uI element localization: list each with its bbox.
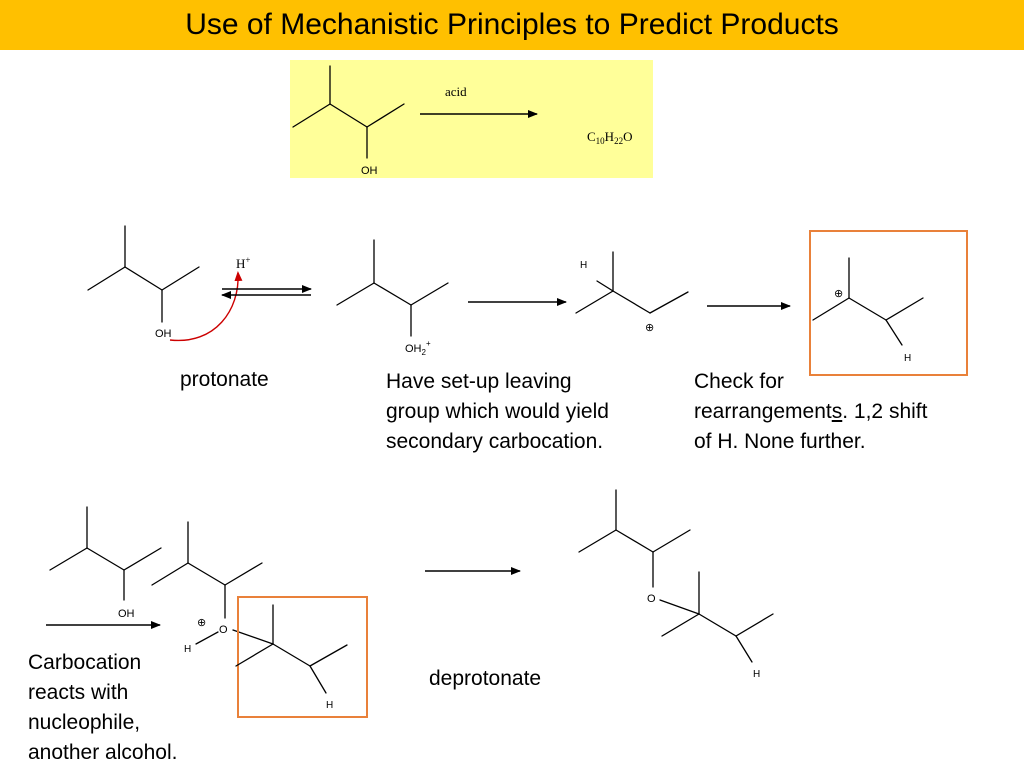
- reagent-label: acid: [445, 84, 467, 99]
- caption-rearrangement-line3: of H. None further.: [694, 430, 866, 453]
- caption-rearrangement: Check for rearrangements. 1,2 shift of H…: [694, 367, 927, 457]
- step1-alcohol: OH: [87, 225, 200, 340]
- alkyl-highlight-box: [237, 596, 368, 718]
- ether-h-label: H: [753, 669, 760, 680]
- cation-charge: ⊕: [645, 322, 654, 334]
- rearranged-h-label: H: [904, 353, 911, 364]
- caption-rearrangement-line2: rearrangements. 1,2 shift: [694, 400, 928, 423]
- caption-nucleophile: Carbocation reacts with nucleophile, ano…: [28, 651, 178, 764]
- slide-title: Use of Mechanistic Principles to Predict…: [185, 8, 839, 41]
- tertiary-alkyl-group: H: [235, 604, 348, 711]
- nucleophile-alcohol: OH: [49, 506, 162, 620]
- proton-label: H+: [236, 255, 250, 271]
- ether-product: O H: [578, 489, 774, 680]
- equilibrium-arrows: [221, 285, 312, 299]
- tertiary-cation-charge: ⊕: [834, 288, 843, 300]
- ether-o-label: O: [647, 593, 656, 605]
- caption-leaving-group: Have set-up leaving group which would yi…: [386, 370, 609, 453]
- oxonium-ion: OH2+: [336, 239, 449, 357]
- protonated-ether: O ⊕ H: [151, 521, 274, 655]
- tertiary-carbocation: ⊕ H: [812, 257, 924, 364]
- caption-protonate: protonate: [180, 368, 269, 391]
- reactant-oh-label: OH: [361, 165, 378, 177]
- reaction-box: [290, 60, 653, 178]
- caption-deprotonate: deprotonate: [429, 667, 542, 690]
- oxonium-h-label: H: [184, 644, 191, 655]
- ether-oxonium-charge: ⊕: [197, 617, 206, 629]
- caption-rearrangement-line1: Check for: [694, 370, 784, 393]
- oxonium-o-label: O: [219, 624, 228, 636]
- curved-arrow: [169, 271, 243, 342]
- title-bar: Use of Mechanistic Principles to Predict…: [0, 0, 1024, 50]
- cation-h-label: H: [580, 260, 587, 271]
- step1-oh-label: OH: [155, 328, 172, 340]
- tertiary-cation-highlight-box: [809, 230, 968, 376]
- oxonium-label: OH2+: [405, 339, 431, 357]
- alkyl-h-label: H: [326, 700, 333, 711]
- nucleophile-oh-label: OH: [118, 608, 135, 620]
- product-formula: C10H22O: [587, 129, 632, 146]
- secondary-carbocation: H ⊕: [575, 251, 689, 334]
- reactant-alcohol: OH: [292, 65, 405, 177]
- overall-reaction: OH acid C10H22O: [290, 60, 653, 178]
